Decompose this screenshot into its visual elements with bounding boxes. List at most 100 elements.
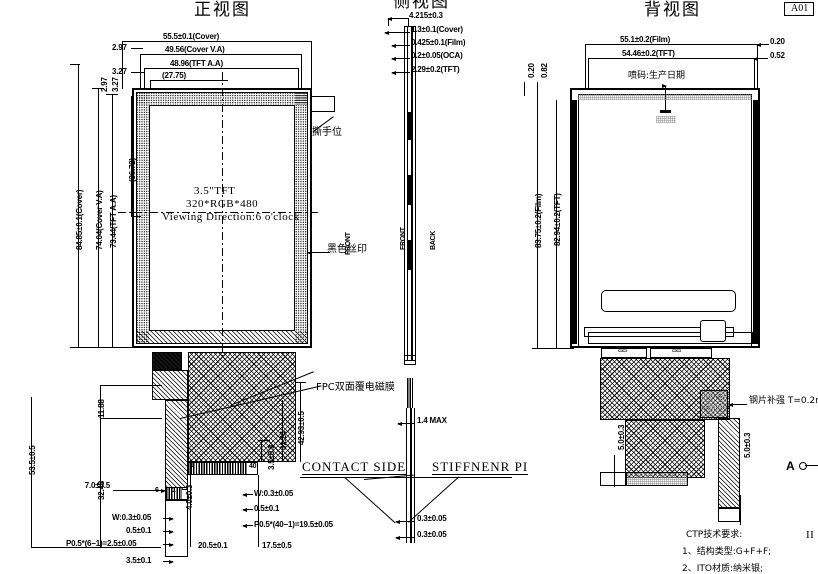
section-marker-label: A: [786, 459, 795, 473]
dim-arrow: [397, 421, 415, 426]
fpc-tail-bottom-left: [165, 500, 188, 557]
label-underline: [300, 477, 512, 478]
section-marker-line: [805, 465, 818, 466]
back-fpc-tail-end: [718, 508, 740, 522]
dim-line-3124: [282, 400, 283, 462]
dim-535: 53.5±0.5: [28, 445, 37, 475]
dim-film-width: 55.1±0.2(Film): [620, 35, 671, 44]
dim-cover-thickness: 1.3±0.1(Cover): [411, 25, 463, 34]
dim-175: 17.5±0.5: [262, 541, 292, 550]
dim-arrow: [391, 70, 410, 75]
fpc-main-outline: [188, 352, 296, 462]
label-contact-side: CONTACT SIDE: [302, 459, 407, 475]
callout-fpc-emi-film: FPC双面覆电磁膜: [316, 382, 395, 393]
ext-line-2: [311, 41, 312, 89]
dim-line-cover-width: [122, 41, 312, 42]
side-fpc-core: [410, 408, 412, 543]
dim-film-height: 83.75±0.2(Film): [534, 193, 543, 248]
dim-line-1188: [100, 385, 101, 448]
back-fpc-outline-2: [625, 420, 705, 478]
dim-tft-thickness: 2.29±0.2(TFT): [411, 65, 460, 74]
back-panel-top-strip: [578, 94, 752, 100]
panel-size-label: 3.5"TFT: [194, 185, 236, 197]
dim-ext: [585, 44, 586, 88]
dim-ext: [757, 44, 758, 88]
fpc-pins-left: [166, 487, 182, 500]
dim-ext: [537, 82, 538, 100]
dim-pin-pitch-right: P0.5*(40−1)=19.5±0.05: [254, 520, 333, 529]
fpc-pins-left-outline: [165, 487, 188, 500]
laser-mark-zone: [656, 116, 676, 123]
ext-line-1: [122, 41, 123, 89]
dim-arrow: [395, 535, 414, 540]
dim-line-3672: [131, 96, 132, 216]
dim-right-020: 0.20: [770, 37, 785, 46]
dim-corner-50-a: 5.0±0.3: [617, 424, 626, 450]
dim-cover-width: 55.5±0.1(Cover): [163, 32, 220, 41]
dim-line-tft-width: [588, 58, 754, 59]
silkscreen-left: [136, 92, 149, 344]
side-view-title: 侧视图: [393, 0, 450, 12]
dim-205: 20.5±0.1: [198, 541, 228, 550]
dim-line-70: [113, 488, 166, 493]
callout-stiffener: 钢片补强 T=0.2mm: [749, 396, 818, 406]
panel-resolution-label: 320*RGB*480: [186, 198, 259, 210]
callout-tear-handle: 撕手位: [312, 127, 342, 138]
dim-total-thickness: 4.215±0.3: [409, 11, 443, 20]
dim-ext: [388, 18, 389, 26]
dim-ext: [614, 455, 615, 487]
leader-contact: [344, 477, 396, 524]
pin-number-right-1: 1: [190, 462, 194, 469]
back-pad-2-label: ▭▭: [672, 348, 681, 354]
fpc-conn-block: [152, 352, 182, 370]
side-front-label: FRONT: [400, 227, 407, 250]
dim-corner-50-b: 5.0±0.3: [743, 432, 752, 458]
tickmark: [31, 547, 161, 548]
dim-fpc-tail-2: 0.3±0.05: [417, 530, 447, 539]
ext-line-4: [301, 54, 302, 89]
front-orientation-label: FRONT: [345, 232, 352, 255]
stiffener-plate: [700, 390, 728, 418]
tickmark: [106, 94, 118, 95]
dim-line-film-width: [585, 44, 757, 45]
tickmark: [131, 48, 143, 49]
tickmark: [296, 382, 306, 383]
dim-line-tft-height: [556, 100, 557, 348]
ext-line-7: [150, 80, 151, 90]
back-panel-left-edge: [571, 100, 577, 344]
back-fpc-outline: [600, 358, 730, 420]
back-notch: [700, 320, 726, 342]
dim-arrow: [384, 30, 410, 35]
dim-2775: (27.75): [162, 71, 186, 80]
notes-item-2: 2、ITO材质:纳米银;: [682, 564, 764, 574]
sheet-code-label: A01: [791, 3, 809, 14]
back-ledge-2: [588, 332, 753, 344]
dim-left-020: 0.20: [527, 63, 536, 78]
horizontal-centerline: [118, 212, 318, 213]
section-marker-dot: [799, 462, 807, 470]
back-pad-1: [601, 348, 647, 358]
fpc-tail-left: [165, 400, 188, 490]
dim-arrow: [242, 523, 253, 528]
dim-pin-w-left: W:0.3±0.05: [112, 513, 152, 522]
dim-line-2775: [150, 80, 228, 81]
vertical-centerline: [222, 72, 223, 357]
pin-number-right-40: 40: [249, 463, 257, 470]
fpc-pins-right: [188, 462, 248, 475]
back-fpc-tail-outline: [718, 418, 740, 508]
dim-pin-total-left: 3.5±0.1: [126, 556, 152, 565]
callout-black-silkscreen: 黑色丝印: [327, 244, 367, 255]
dim-film-thickness: 0.425±0.1(Film): [411, 38, 466, 47]
side-fpc-edge-left: [406, 408, 407, 543]
dim-line-3248: [100, 418, 101, 548]
side-profile-outline: [404, 26, 416, 361]
side-fpc-edge-right: [414, 408, 415, 543]
dim-tft-height: 82.94±0.2(TFT): [553, 193, 562, 246]
back-pin-zone-left: [600, 472, 626, 486]
back-pad-2: [650, 348, 712, 358]
dim-arrow: [163, 529, 174, 534]
dim-ext: [754, 58, 755, 88]
dim-4293: 42.93±0.5: [297, 411, 306, 445]
dim-line-cover-va: [140, 54, 302, 55]
